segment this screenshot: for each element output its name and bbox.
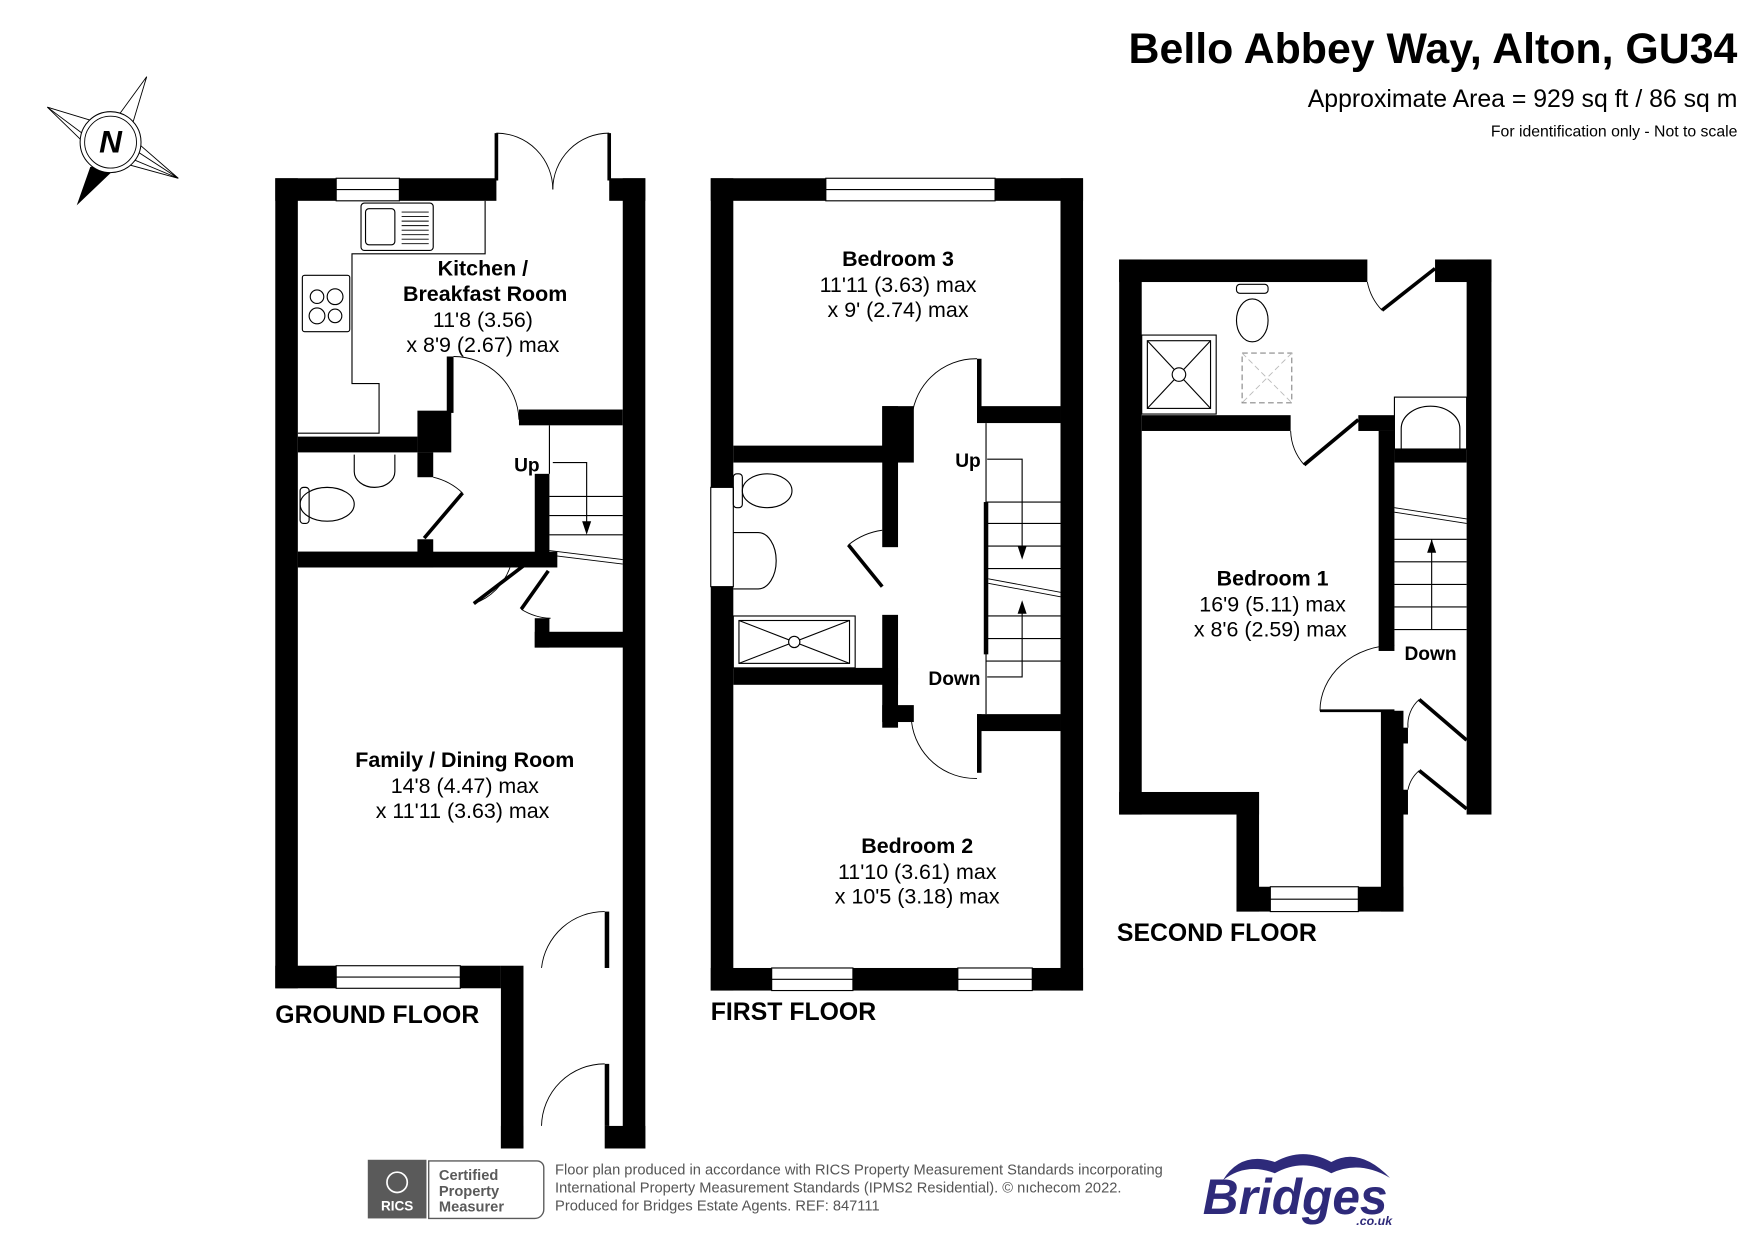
first-floor-plan: Up Down Bedroom 3 11'11 (3.63) max x 9' …: [710, 177, 1084, 1026]
bedroom-3-dim-2: x 9' (2.74) max: [828, 298, 969, 322]
bridges-logo: Bridges .co.uk: [1203, 1154, 1393, 1228]
family-room-dim-2: x 11'11 (3.63) max: [376, 799, 550, 823]
first-stairs-down-label: Down: [928, 669, 980, 690]
disclaimer-line-1: Floor plan produced in accordance with R…: [555, 1162, 1163, 1178]
first-stairs-up-label: Up: [955, 451, 981, 472]
header: Bello Abbey Way, Alton, GU34 Approximate…: [1129, 25, 1738, 140]
rics-lion-icon: [386, 1171, 409, 1194]
family-room-name: Family / Dining Room: [355, 748, 574, 772]
rics-logo-text: RICS: [381, 1199, 413, 1214]
bedroom-3-dim-1: 11'11 (3.63) max: [820, 273, 977, 297]
kitchen-dim-2: x 8'9 (2.67) max: [406, 333, 559, 357]
bedroom-2-dim-1: 11'10 (3.61) max: [838, 860, 997, 884]
second-floor-plan: Down Bedroom 1 16'9 (5.11) max x 8'6 (2.…: [1117, 259, 1492, 947]
family-room-dim-1: 14'8 (4.47) max: [391, 774, 539, 798]
ground-stairs-up-label: Up: [514, 456, 540, 477]
disclaimer-line-2: International Property Measurement Stand…: [555, 1180, 1121, 1196]
approximate-area: Approximate Area = 929 sq ft / 86 sq m: [1308, 86, 1738, 113]
kitchen-name-line2: Breakfast Room: [403, 282, 567, 306]
rics-badge-line2: Property: [439, 1184, 500, 1200]
rics-badge-line3: Measurer: [439, 1200, 504, 1216]
rics-certified-badge: RICS Certified Property Measurer: [367, 1159, 545, 1220]
kitchen-name-line1: Kitchen /: [438, 256, 529, 280]
rics-badge-line1: Certified: [439, 1168, 498, 1184]
second-floor-label: SECOND FLOOR: [1117, 920, 1317, 947]
footer: RICS Certified Property Measurer Floor p…: [367, 1154, 1393, 1228]
bedroom-1-dim-1: 16'9 (5.11) max: [1199, 592, 1346, 616]
bedroom-1-name: Bedroom 1: [1217, 567, 1329, 591]
kitchen-dim-1: 11'8 (3.56): [433, 308, 533, 332]
compass-north-icon: N: [47, 76, 179, 206]
ground-floor-plan: Up Kitchen / Breakfast Room 11'8 (3.56) …: [275, 132, 646, 1149]
bridges-brand-domain: .co.uk: [1356, 1214, 1393, 1228]
scale-disclaimer: For identification only - Not to scale: [1491, 124, 1738, 141]
disclaimer-line-3: Produced for Bridges Estate Agents. REF:…: [555, 1199, 880, 1215]
bridges-arches-icon: [1222, 1154, 1390, 1181]
second-stairs-down-label: Down: [1404, 644, 1456, 665]
page-title: Bello Abbey Way, Alton, GU34: [1129, 25, 1738, 73]
compass-label: N: [99, 123, 123, 159]
first-floor-label: FIRST FLOOR: [711, 999, 876, 1026]
ground-floor-label: GROUND FLOOR: [275, 1002, 479, 1029]
bridges-brand-name: Bridges: [1203, 1169, 1388, 1225]
bedroom-2-name: Bedroom 2: [861, 834, 973, 858]
bedroom-2-dim-2: x 10'5 (3.18) max: [835, 885, 1000, 909]
bedroom-1-dim-2: x 8'6 (2.59) max: [1194, 617, 1347, 641]
bedroom-3-name: Bedroom 3: [842, 247, 954, 271]
